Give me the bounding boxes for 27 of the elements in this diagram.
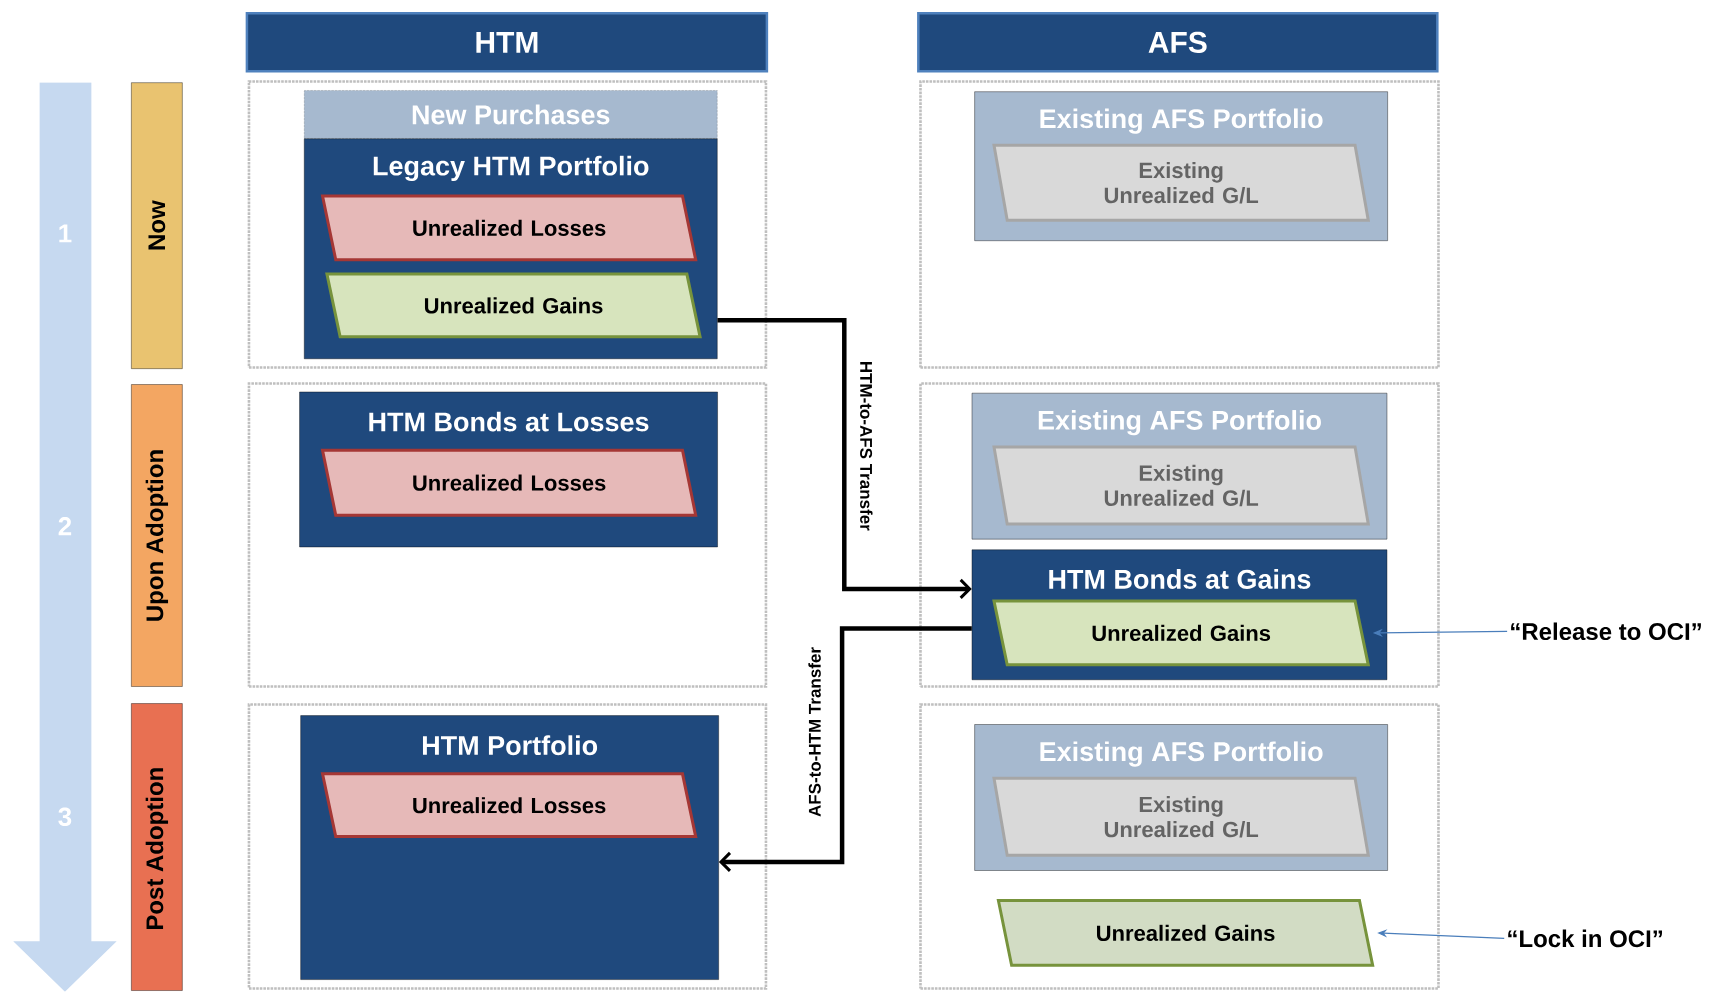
dotted-panel xyxy=(919,382,1440,688)
header-bar: AFS xyxy=(917,12,1439,73)
dotted-panel xyxy=(247,382,768,688)
phase-band: Upon Adoption xyxy=(131,384,183,687)
title-band: New Purchases xyxy=(304,90,718,139)
phase-band: Now xyxy=(131,82,183,369)
step-number: 2 xyxy=(58,517,72,536)
gl-parallelogram: Existing Unrealized G/L xyxy=(992,143,1371,222)
phase-band: Post Adoption xyxy=(131,703,183,991)
gl-parallelogram: Existing Unrealized G/L xyxy=(992,445,1371,526)
gl-parallelogram: Existing Unrealized G/L xyxy=(992,776,1371,857)
dotted-panel xyxy=(919,80,1440,369)
dotted-panel xyxy=(247,80,768,369)
dotted-panel xyxy=(919,703,1440,990)
step-number: 3 xyxy=(58,807,72,827)
edge-label: AFS-to-HTM Transfer xyxy=(808,647,821,817)
dotted-panel xyxy=(247,703,768,990)
callout-text: “Release to OCI” xyxy=(1511,622,1701,641)
header-bar: HTM xyxy=(245,12,769,73)
arrow xyxy=(717,318,972,600)
edge-label: HTM-to-AFS Transfer xyxy=(860,362,873,531)
gain-parallelogram: Unrealized Gains xyxy=(992,599,1371,667)
step-number: 1 xyxy=(59,224,72,243)
callout-text: “Lock in OCI” xyxy=(1508,929,1662,948)
gain-parallelogram: Unrealized Gains xyxy=(325,272,702,339)
gain-parallelogram: Unrealized Gains xyxy=(996,899,1375,967)
arrow xyxy=(718,626,972,873)
